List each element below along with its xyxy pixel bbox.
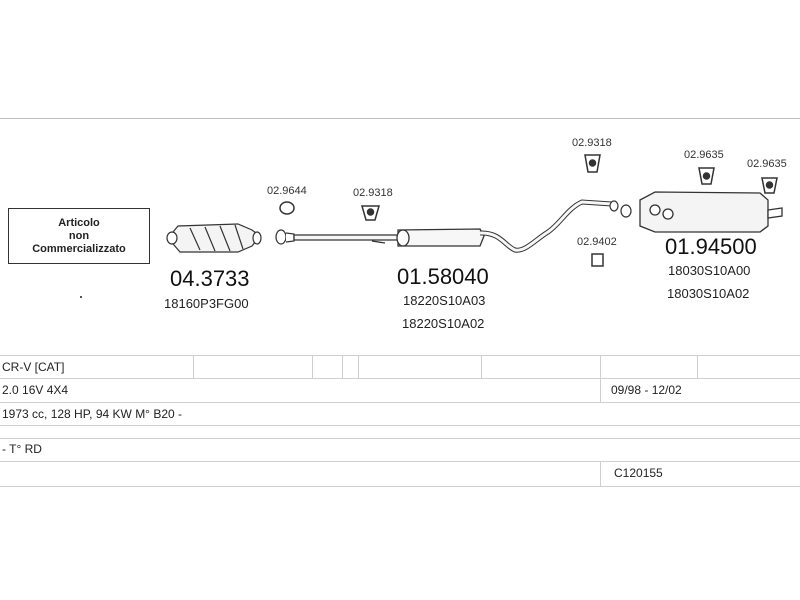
table-rule xyxy=(0,378,800,379)
hanger-5-code[interactable]: 02.9635 xyxy=(747,158,787,170)
rear-silencer-oem-number-2: 18030S10A02 xyxy=(667,286,750,301)
table-rule xyxy=(0,461,800,462)
mid-pipe-part-number[interactable]: 01.58040 xyxy=(397,264,489,289)
note-line-3: Commercializzato xyxy=(32,242,126,255)
table-divider xyxy=(312,355,313,378)
hanger-1-code[interactable]: 02.9318 xyxy=(353,187,393,199)
rear-silencer-shape xyxy=(639,191,783,233)
flange-shape xyxy=(275,229,295,245)
table-divider xyxy=(193,355,194,378)
note-line-2: non xyxy=(68,229,90,242)
mid-pipe-shape xyxy=(293,199,613,253)
table-rule xyxy=(0,355,800,356)
hanger-3-icon xyxy=(591,253,604,267)
hanger-2-code[interactable]: 02.9318 xyxy=(572,137,612,149)
catalyst-part-number[interactable]: 04.3733 xyxy=(170,266,250,291)
gasket-ring-icon xyxy=(279,201,295,215)
hanger-4-icon xyxy=(698,167,715,185)
hanger-3-code[interactable]: 02.9402 xyxy=(577,236,617,248)
engine-description: 2.0 16V 4X4 xyxy=(2,383,69,397)
drive-info: - T° RD xyxy=(2,442,42,456)
catalog-code: C120155 xyxy=(614,466,663,480)
diagram-area xyxy=(0,118,800,354)
table-divider xyxy=(342,355,343,378)
connector-shape xyxy=(609,200,632,218)
table-rule xyxy=(0,402,800,403)
vehicle-model: CR-V [CAT] xyxy=(2,360,65,374)
hanger-4-code[interactable]: 02.9635 xyxy=(684,149,724,161)
hanger-1-icon xyxy=(361,205,380,221)
table-rule xyxy=(0,486,800,487)
table-rule xyxy=(0,425,800,426)
production-years: 09/98 - 12/02 xyxy=(611,383,682,397)
rear-silencer-part-number[interactable]: 01.94500 xyxy=(665,234,757,259)
catalyst-oem-number: 18160P3FG00 xyxy=(164,296,249,311)
hanger-5-icon xyxy=(761,177,778,194)
mid-pipe-oem-number-2: 18220S10A02 xyxy=(402,316,485,331)
gasket-1-code[interactable]: 02.9644 xyxy=(267,185,307,197)
table-divider xyxy=(600,461,601,486)
table-divider xyxy=(481,355,482,378)
mid-pipe-oem-number-1: 18220S10A03 xyxy=(403,293,486,308)
not-marketed-note: Articolo non Commercializzato xyxy=(8,208,150,264)
table-divider xyxy=(358,355,359,378)
note-line-1: Articolo xyxy=(58,216,100,229)
table-divider xyxy=(600,355,601,402)
table-divider xyxy=(697,355,698,378)
catalyst-shape xyxy=(166,223,262,253)
dot-mark xyxy=(80,296,82,298)
table-rule xyxy=(0,438,800,439)
rear-silencer-oem-number-1: 18030S10A00 xyxy=(668,263,751,278)
hanger-2-icon xyxy=(584,154,601,173)
engine-specs: 1973 cc, 128 HP, 94 KW M° B20 - xyxy=(2,407,182,421)
